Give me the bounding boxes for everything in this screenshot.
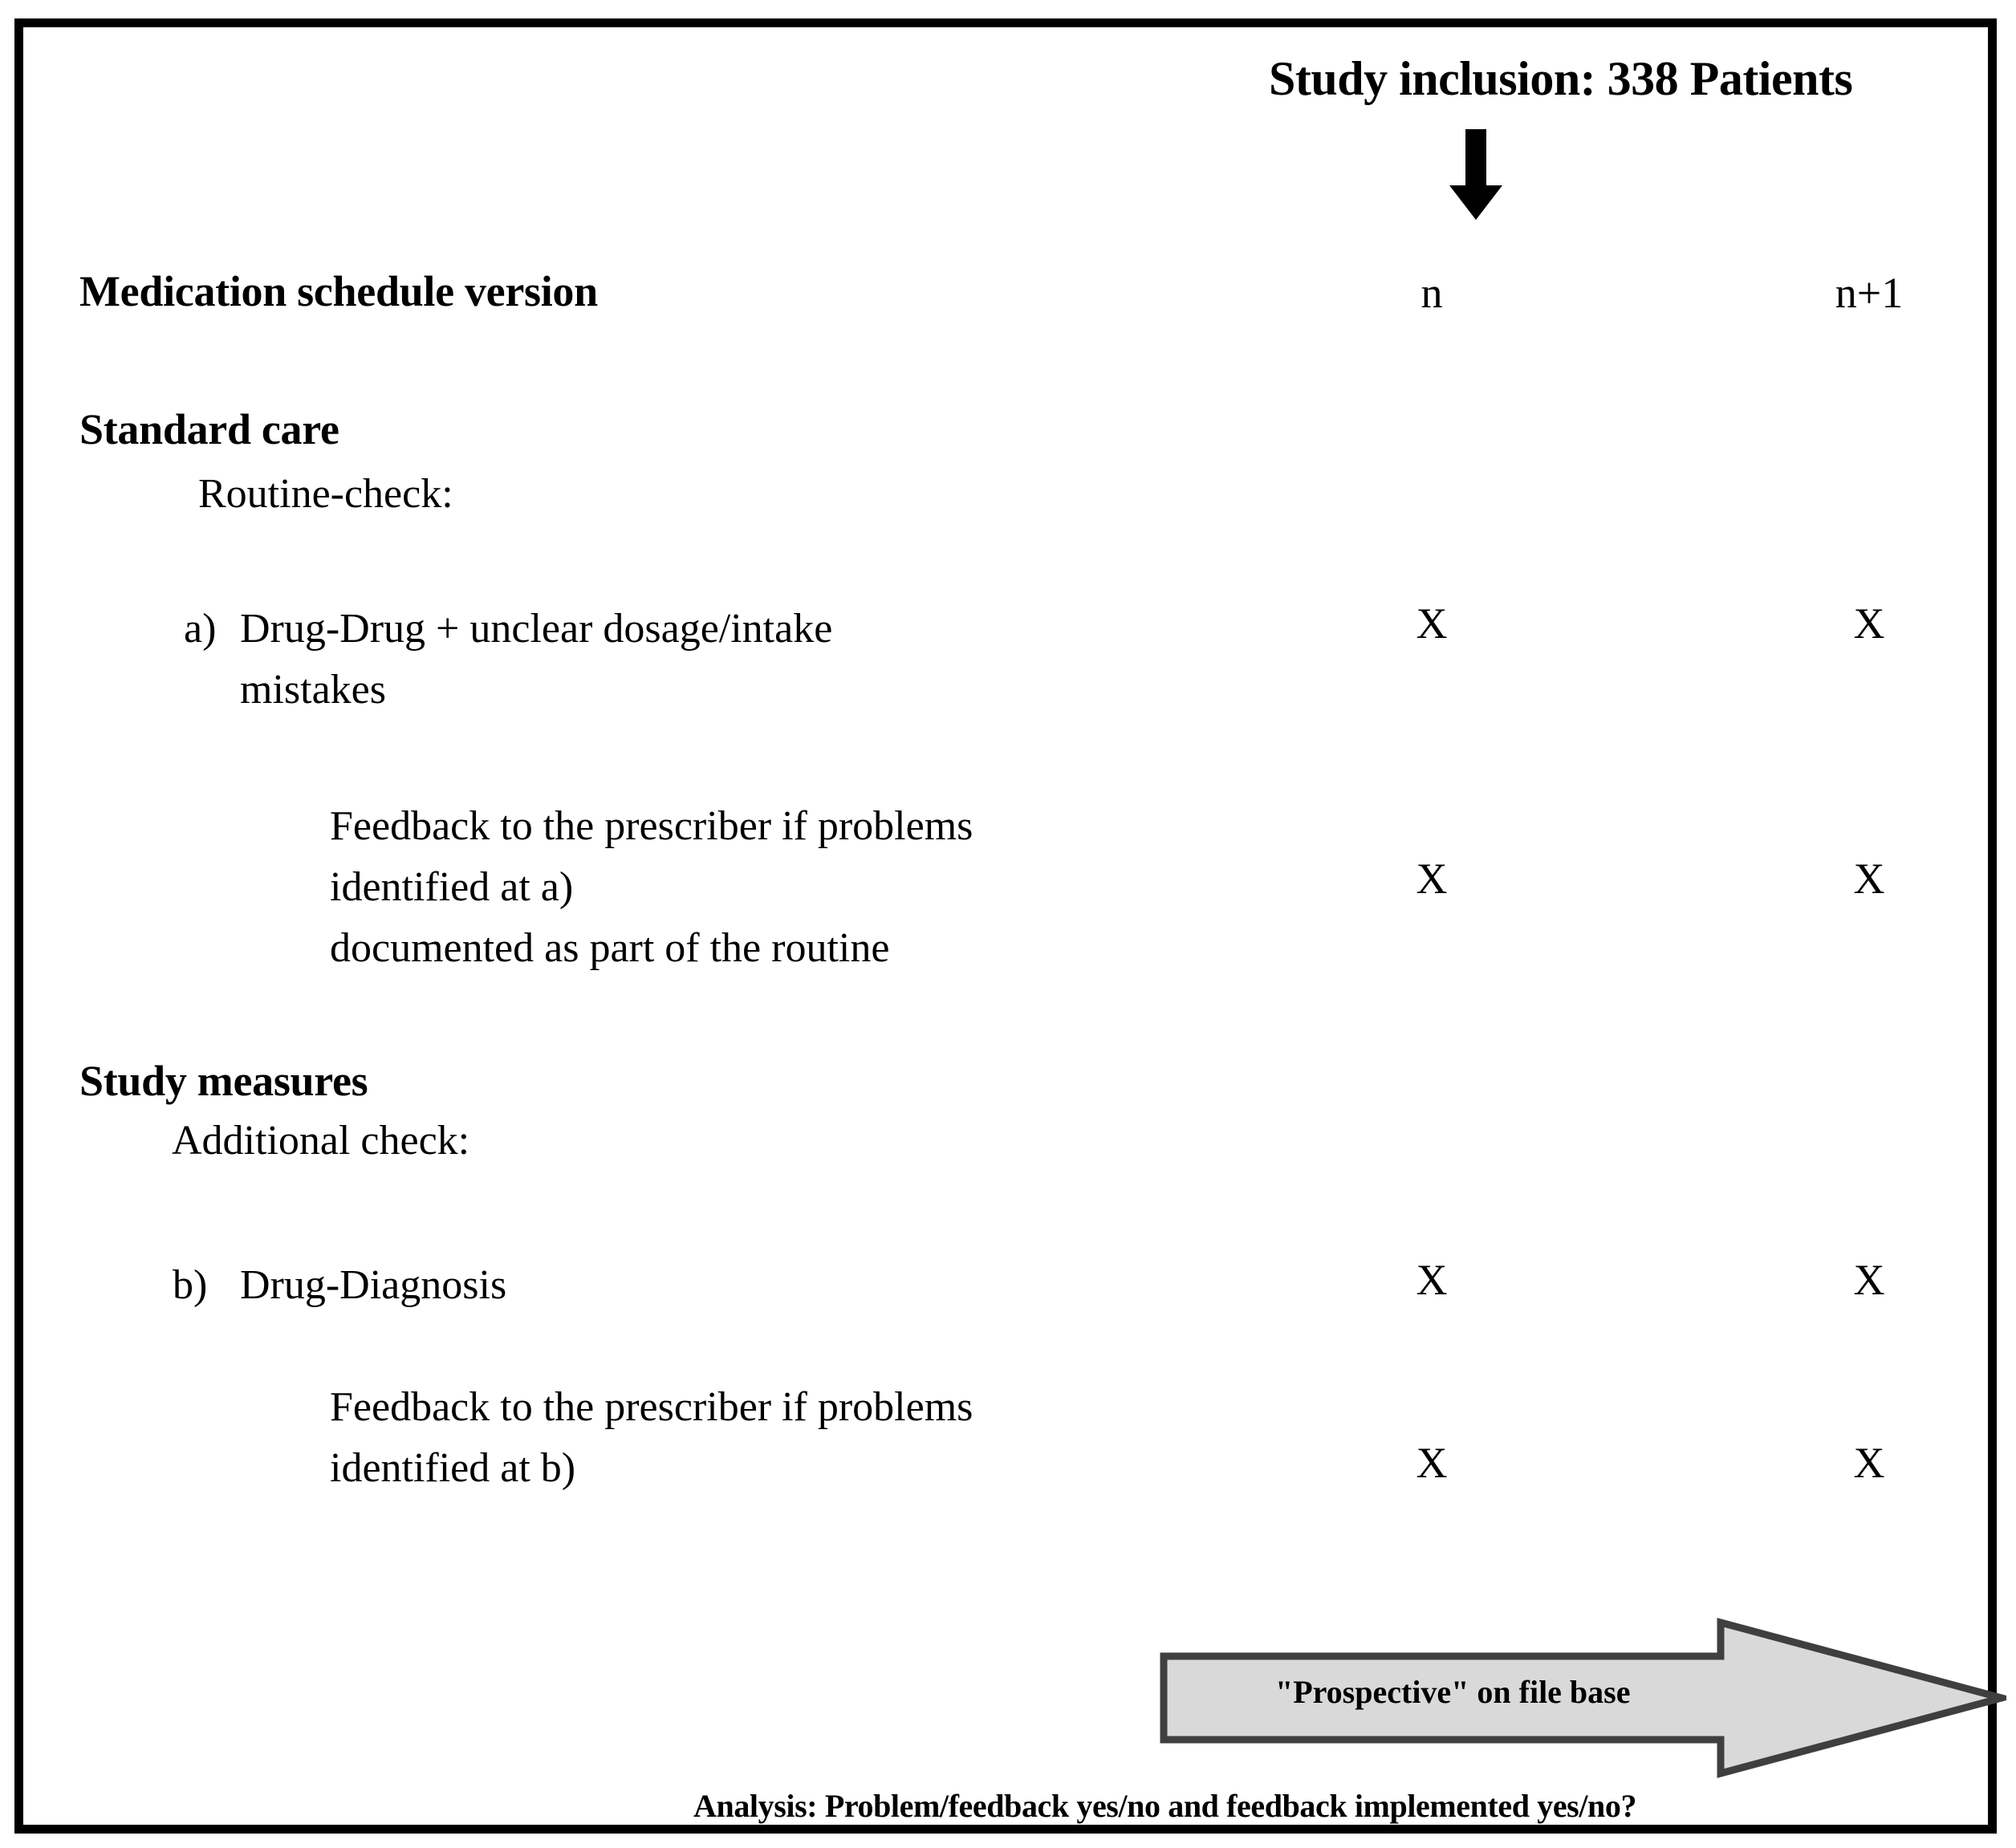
- subheading-routine-check: Routine-check:: [198, 471, 453, 517]
- column-header-n-plus-1: n+1: [1835, 269, 1904, 317]
- list-marker-b: b): [173, 1262, 208, 1308]
- section-heading-standard-care: Standard care: [79, 405, 339, 453]
- right-arrow-icon: [1159, 1618, 2016, 1778]
- figure-canvas: Study inclusion: 338 Patients n n+1 Medi…: [23, 27, 2016, 1825]
- list-marker-a: a): [184, 606, 217, 652]
- analysis-caption: Analysis: Problem/feedback yes/no and fe…: [693, 1788, 1637, 1824]
- x-mark-feedback-b-n: X: [1416, 1439, 1448, 1487]
- x-mark-feedback-b-n-plus-1: X: [1853, 1439, 1885, 1487]
- study-inclusion-title: Study inclusion: 338 Patients: [1269, 52, 1853, 105]
- prospective-arrow-label: "Prospective" on file base: [1275, 1674, 1631, 1710]
- x-mark-feedback-a-n: X: [1416, 855, 1448, 903]
- x-mark-a-n: X: [1416, 599, 1448, 648]
- list-item-feedback-b: Feedback to the prescriber if problems i…: [330, 1384, 973, 1491]
- list-item-drug-diagnosis: Drug-Diagnosis: [240, 1262, 507, 1308]
- x-mark-a-n-plus-1: X: [1853, 599, 1885, 648]
- subheading-additional-check: Additional check:: [172, 1118, 470, 1164]
- medication-schedule-version-label: Medication schedule version: [79, 267, 598, 315]
- x-mark-b-n: X: [1416, 1256, 1448, 1304]
- list-item-drug-drug: Drug-Drug + unclear dosage/intake mistak…: [240, 606, 833, 713]
- column-header-n: n: [1421, 269, 1443, 317]
- section-heading-study-measures: Study measures: [79, 1057, 368, 1105]
- figure-frame: Study inclusion: 338 Patients n n+1 Medi…: [14, 18, 2016, 1834]
- x-mark-feedback-a-n-plus-1: X: [1853, 855, 1885, 903]
- x-mark-b-n-plus-1: X: [1853, 1256, 1885, 1304]
- down-arrow-icon: [1448, 129, 1504, 221]
- list-item-feedback-a: Feedback to the prescriber if problems i…: [330, 803, 973, 971]
